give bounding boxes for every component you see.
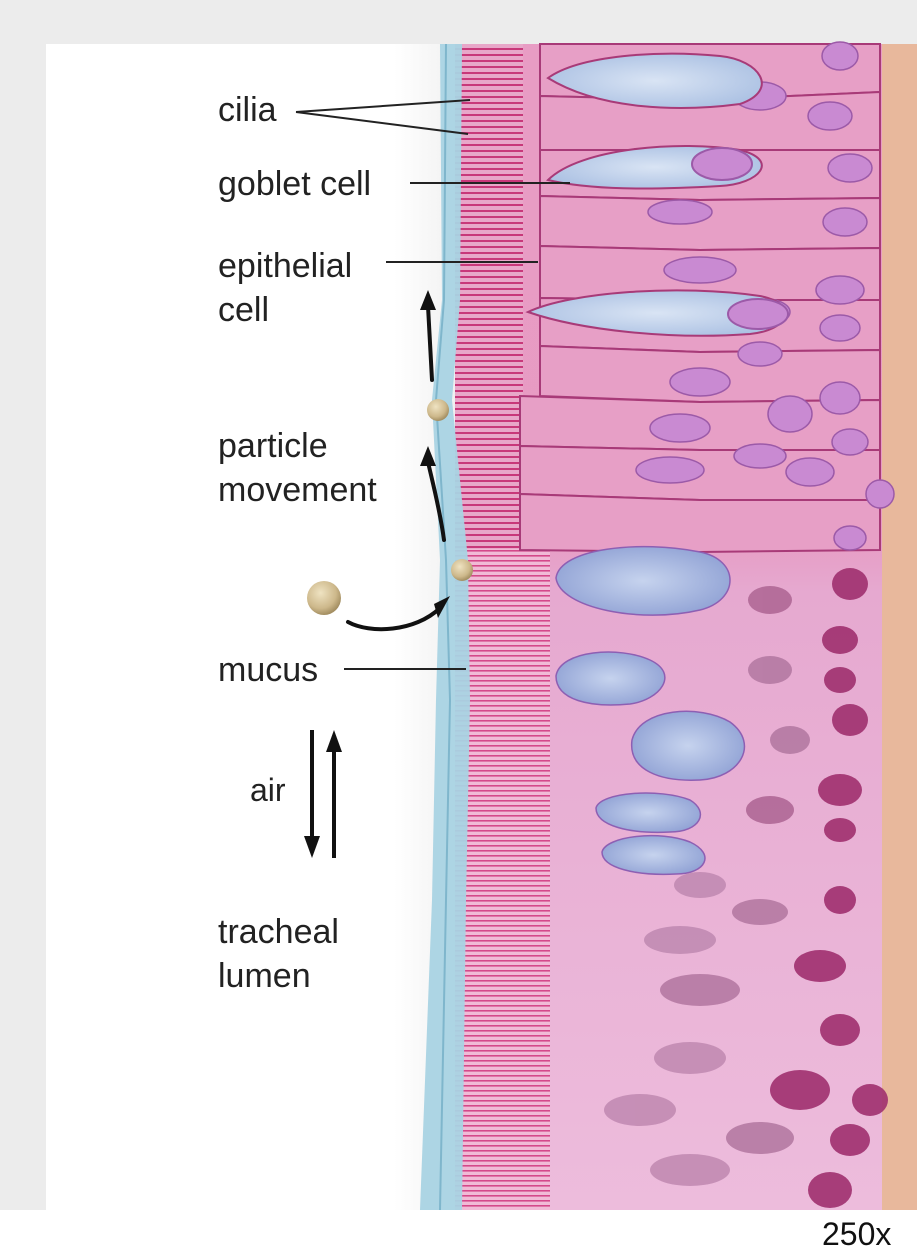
arrowheads bbox=[420, 290, 450, 618]
mucus-layer bbox=[420, 44, 470, 1210]
connective-tissue bbox=[880, 44, 917, 1210]
goblet-cells-upper bbox=[525, 52, 789, 337]
label-goblet-cell: goblet cell bbox=[218, 165, 372, 203]
particle-moving bbox=[427, 399, 449, 421]
label-air: air bbox=[250, 772, 286, 808]
cilia-leader-2 bbox=[295, 111, 469, 135]
label-tracheal-lumen-line1: tracheal bbox=[218, 913, 339, 951]
label-cilia: cilia bbox=[218, 91, 277, 129]
cilia-leader-1 bbox=[295, 99, 471, 113]
cilia-band-lower bbox=[455, 549, 550, 1210]
label-mucus: mucus bbox=[218, 651, 319, 689]
nuclei-lower bbox=[604, 568, 888, 1208]
label-tracheal-lumen-line2: lumen bbox=[218, 957, 311, 995]
air-arrows bbox=[304, 730, 342, 858]
label-epithelial-cell-line1: epithelial bbox=[218, 247, 353, 285]
leader-lines bbox=[295, 99, 570, 670]
label-particle-movement-line2: movement bbox=[218, 471, 377, 509]
magnification-label: 250x bbox=[822, 1216, 892, 1252]
frame-left-border bbox=[0, 0, 46, 1210]
caption-strip bbox=[0, 1210, 917, 1252]
mucus-edge bbox=[434, 43, 452, 1211]
cilia-band-upper bbox=[455, 44, 523, 549]
particle-on-mucus bbox=[451, 559, 473, 581]
label-particle-movement-line1: particle bbox=[218, 427, 328, 465]
goblet-cells-lower bbox=[555, 545, 746, 876]
frame-top-border bbox=[0, 0, 917, 44]
particle-incoming bbox=[307, 581, 341, 615]
particle-movement-arrows bbox=[346, 304, 446, 632]
label-epithelial-cell-line2: cell bbox=[218, 291, 270, 329]
